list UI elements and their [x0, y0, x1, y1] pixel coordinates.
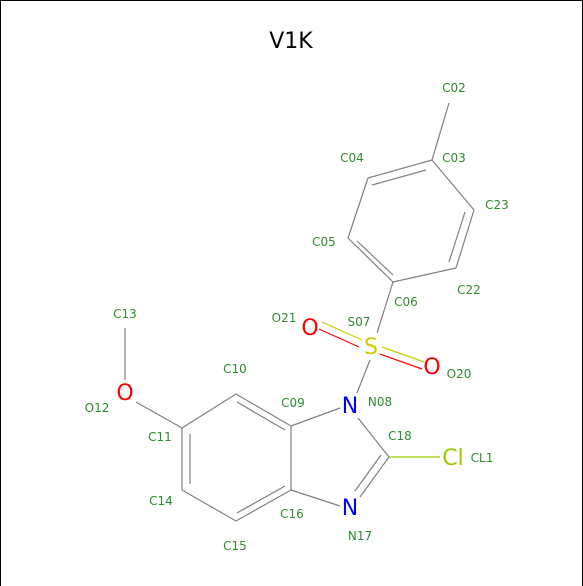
- bond-n08-c18: [357, 417, 390, 458]
- label-c14: C14: [149, 494, 173, 508]
- bond-c06-s07: [376, 281, 394, 334]
- bond-s07-n08: [356, 359, 371, 394]
- label-c09: C09: [281, 396, 305, 410]
- label-c15: C15: [223, 539, 247, 553]
- label-c10: C10: [223, 362, 247, 376]
- bond-c11-c10: [181, 393, 237, 429]
- atom-labels: C02 C03 C04 C23 C05 C22 C06 C13 O21 S07 …: [85, 81, 509, 553]
- label-c18: C18: [388, 429, 412, 443]
- bond-c10-c09: [235, 393, 292, 427]
- label-c06: C06: [394, 295, 418, 309]
- bond-c18-n17-inner: [354, 454, 382, 492]
- molecule-title: V1K: [269, 29, 313, 54]
- label-n17: N17: [348, 529, 372, 543]
- label-c03: C03: [442, 151, 466, 165]
- bond-o12-c11: [135, 401, 183, 429]
- bond-c10-c09-inner: [236, 401, 286, 431]
- symbol-n17: N: [342, 496, 358, 521]
- bond-c04-c05: [347, 177, 369, 239]
- bond-c05-c06: [347, 237, 394, 283]
- bond-c22-c23-inner: [448, 211, 466, 263]
- symbol-cl1: Cl: [442, 446, 463, 471]
- label-c22: C22: [457, 283, 481, 297]
- bond-c05-c06-inner: [356, 240, 394, 276]
- label-c02: C02: [442, 81, 466, 95]
- label-c16: C16: [280, 507, 304, 521]
- bond-c15-c14: [181, 489, 237, 522]
- label-c23: C23: [485, 198, 509, 212]
- bond-s07-o20-b: [379, 353, 423, 370]
- symbol-o12: O: [116, 381, 133, 406]
- bonds: [124, 102, 475, 522]
- label-c05: C05: [312, 235, 336, 249]
- label-s07: S07: [348, 315, 371, 329]
- symbol-o20: O: [423, 355, 440, 380]
- bond-c06-c22: [392, 267, 457, 283]
- bond-c22-c23: [455, 209, 475, 269]
- label-c04: C04: [340, 151, 364, 165]
- label-cl1: CL1: [471, 451, 494, 465]
- label-o20: O20: [447, 367, 472, 381]
- symbol-o21: O: [301, 316, 318, 341]
- bond-c23-c03: [431, 159, 475, 211]
- bond-c16-c15: [235, 489, 292, 522]
- label-n08: N08: [368, 395, 392, 409]
- bond-s07-o20-a: [381, 346, 425, 363]
- label-c11: C11: [148, 430, 172, 444]
- bond-c16-c15-inner: [236, 485, 286, 514]
- bond-s07-o21-b: [318, 328, 360, 348]
- label-o21: O21: [272, 311, 297, 325]
- bond-n17-c16: [290, 489, 341, 507]
- element-symbols: O S O O N Cl N: [116, 316, 463, 521]
- bond-c03-c04-inner: [371, 169, 427, 186]
- bond-s07-o21-a: [321, 321, 363, 341]
- bond-c18-n17: [359, 456, 390, 498]
- bond-c09-n08: [290, 407, 341, 427]
- label-o12: O12: [85, 401, 110, 415]
- bond-c02-c03: [431, 102, 450, 161]
- bond-c03-c04: [367, 159, 433, 179]
- label-c13: C13: [113, 307, 137, 321]
- symbol-s07: S: [364, 335, 378, 360]
- symbol-n08: N: [342, 394, 358, 419]
